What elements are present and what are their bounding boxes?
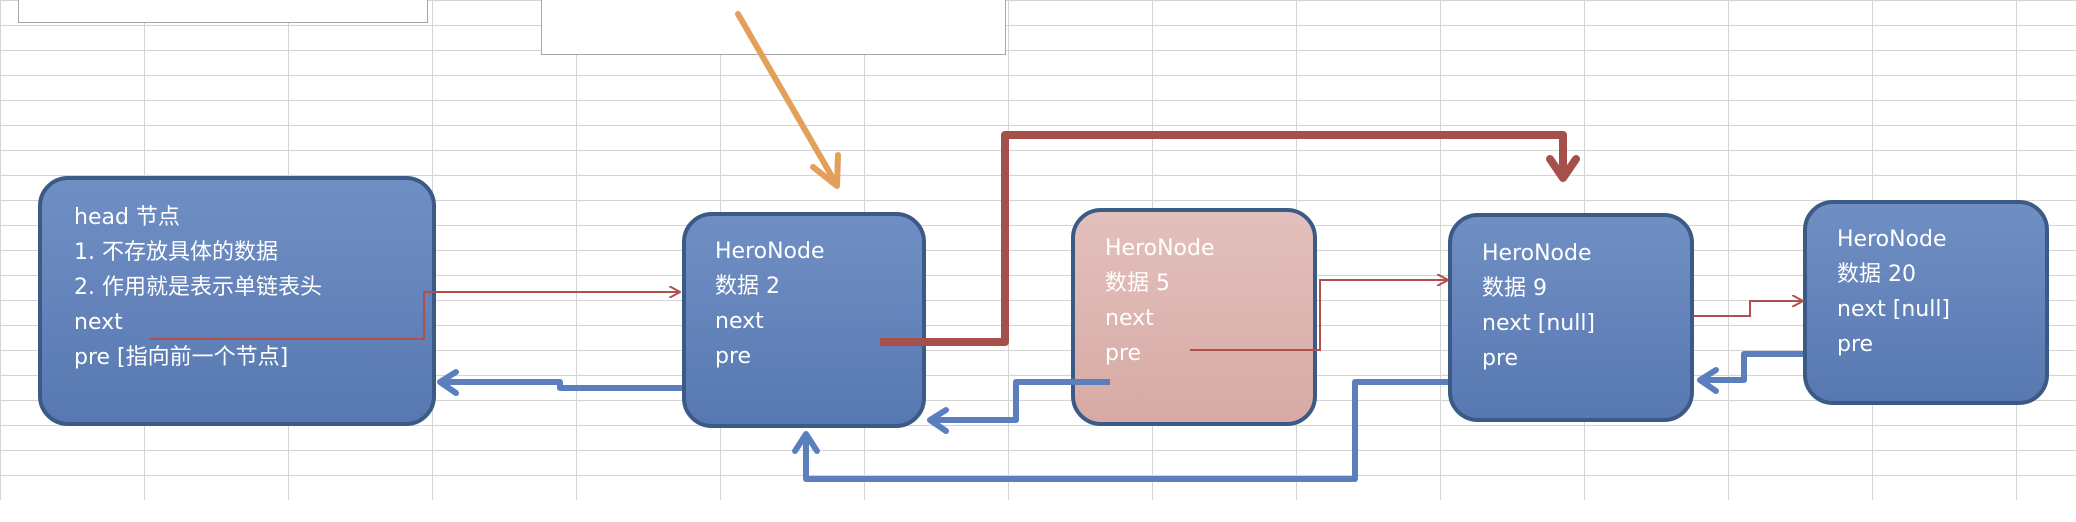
hero-node-2-title: HeroNode [715,239,825,264]
node20-pre-link [1697,351,1803,394]
top-left-cell-frame [18,0,428,23]
hero-node-9-next: next [null] [1482,311,1596,336]
hero-node-9: HeroNode 数据 9 next [null] pre [1448,213,1694,422]
hero-node-20: HeroNode 数据 20 next [null] pre [1803,200,2049,405]
hero-node-9-data: 数据 9 [1482,276,1547,301]
head-next-link [150,292,680,340]
hero-node-20-data: 数据 20 [1837,262,1916,287]
hero-node-20-next: next [null] [1837,297,1951,322]
top-callout-frame [541,0,1006,55]
hero-node-2: HeroNode 数据 2 next pre [682,212,926,428]
hero-node-5-data: 数据 5 [1105,271,1170,296]
node2-pre-link [437,369,682,396]
node9-pre-link [792,379,1448,482]
hero-node-9-pre: pre [1482,346,1519,371]
head-node-note-1: 1. 不存放具体的数据 [74,240,278,265]
hero-node-5-title: HeroNode [1105,236,1215,261]
head-node: head 节点 1. 不存放具体的数据 2. 作用就是表示单链表头 next p… [38,176,436,426]
canvas-bottom-margin [0,500,2076,522]
hero-node-5-pre: pre [1105,341,1142,366]
head-node-next: next [74,310,123,335]
hero-node-2-pre: pre [715,344,752,369]
hero-node-20-title: HeroNode [1837,227,1947,252]
insert-arrow [735,11,841,189]
head-node-title: head 节点 [74,205,180,230]
head-node-pre: pre [指向前一个节点] [74,345,289,370]
hero-node-9-title: HeroNode [1482,241,1592,266]
hero-node-5: HeroNode 数据 5 next pre [1071,208,1317,426]
node5-next-link [1190,280,1448,351]
hero-node-5-next: next [1105,306,1154,331]
hero-node-2-data: 数据 2 [715,274,780,299]
hero-node-2-next: next [715,309,764,334]
node5-pre-link [927,379,1110,434]
node9-next-link [1694,301,1803,317]
head-node-note-2: 2. 作用就是表示单链表头 [74,275,322,300]
hero-node-20-pre: pre [1837,332,1874,357]
bypass-next-link [880,131,1580,346]
